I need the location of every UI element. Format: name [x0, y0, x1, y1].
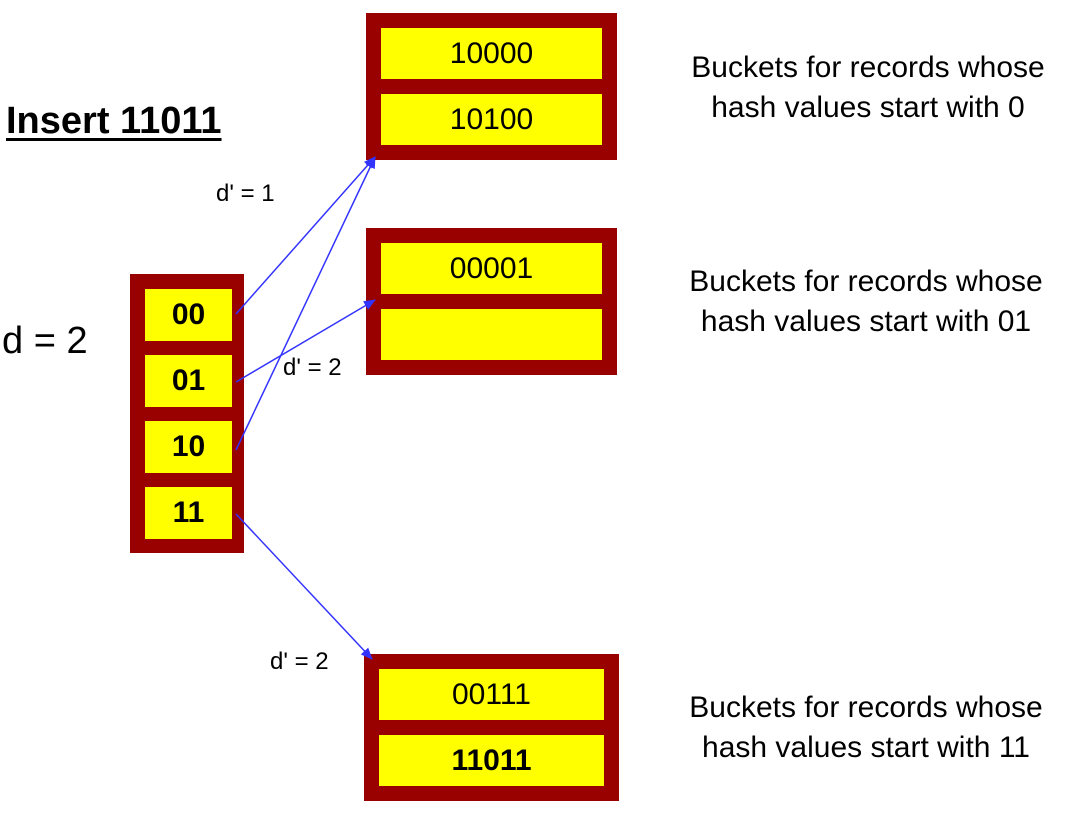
bucket-c-caption: Buckets for records whose hash values st… [656, 688, 1071, 768]
directory-entry-11: 11 [145, 487, 232, 539]
diagram-title: Insert 11011 [6, 100, 222, 142]
bucket-a-caption-line: hash values start with 0 [711, 91, 1025, 124]
bucket-c-caption-line: Buckets for records whose [689, 691, 1043, 724]
directory-entry-01: 01 [145, 355, 232, 407]
bucket-b-caption-line: hash values start with 01 [700, 305, 1032, 338]
pointer-arrow-11 [235, 513, 373, 660]
bucket-a-record: 10000 [381, 28, 602, 79]
bucket-a-record: 10100 [381, 94, 602, 145]
bucket-b-record-empty [381, 309, 602, 360]
bucket-b-record: 00001 [381, 243, 602, 294]
bucket-c-local-depth: d' = 2 [270, 648, 329, 675]
directory-entry-10: 10 [145, 421, 232, 473]
bucket-c-record: 00111 [379, 669, 604, 720]
bucket-c-caption-line: hash values start with 11 [702, 731, 1030, 764]
bucket-b-caption: Buckets for records whose hash values st… [656, 262, 1071, 342]
directory-entry-00: 00 [145, 289, 232, 341]
bucket-b-caption-line: Buckets for records whose [689, 265, 1043, 298]
bucket-a-caption-line: Buckets for records whose [691, 51, 1045, 84]
bucket-b-local-depth: d' = 2 [283, 354, 342, 381]
bucket-a-local-depth: d' = 1 [216, 180, 275, 207]
bucket-a-caption: Buckets for records whose hash values st… [658, 48, 1071, 128]
global-depth-label: d = 2 [2, 320, 88, 362]
bucket-c-record-inserted: 11011 [379, 735, 604, 786]
